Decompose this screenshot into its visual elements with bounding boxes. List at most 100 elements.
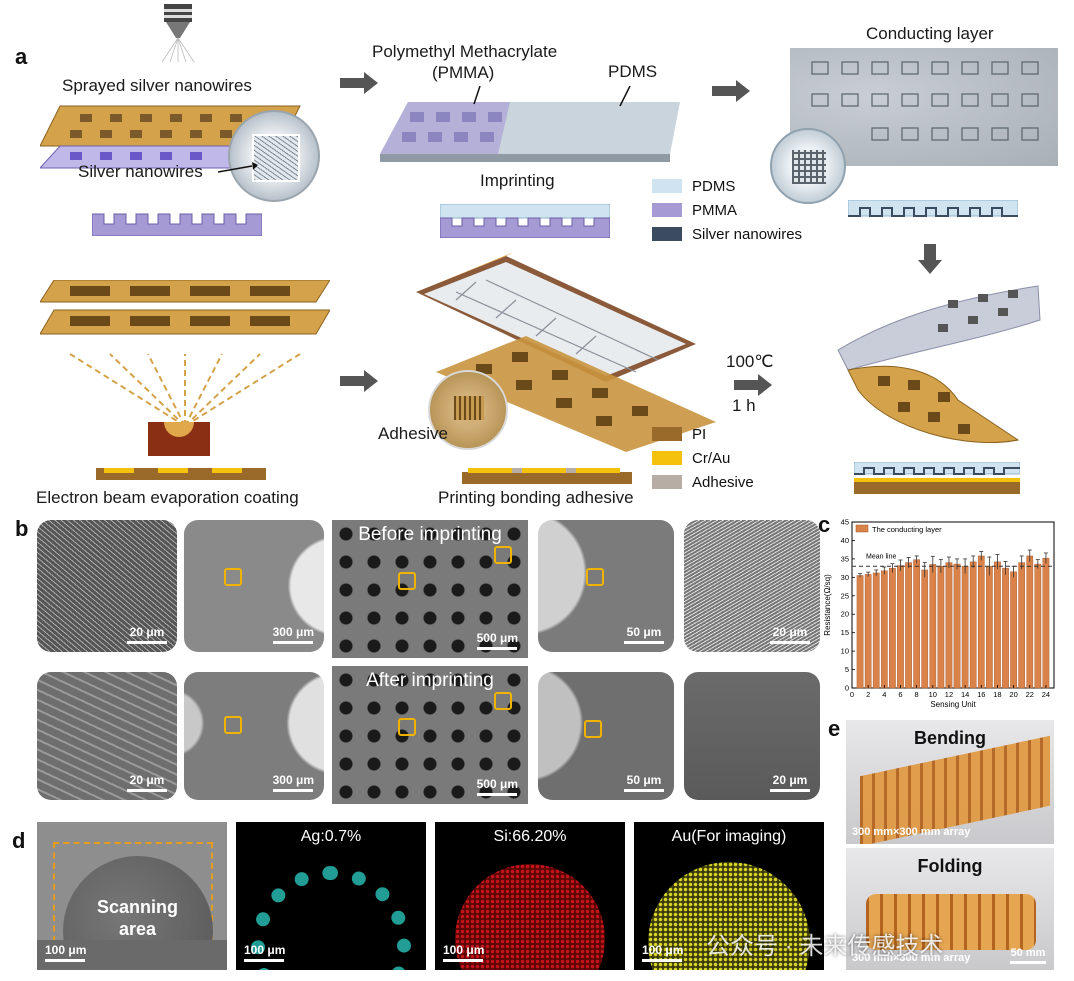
adhesive-callout: Adhesive bbox=[378, 424, 448, 443]
x-tick-label: 12 bbox=[945, 690, 953, 699]
imprinting-illustration bbox=[380, 85, 690, 172]
step-arrow-2 bbox=[712, 80, 750, 102]
x-tick-label: 2 bbox=[866, 690, 870, 699]
bar bbox=[953, 563, 961, 689]
bending-title: Bending bbox=[914, 728, 986, 748]
legend-label: PI bbox=[692, 425, 707, 443]
x-tick-label: 8 bbox=[915, 690, 919, 699]
folding-title: Folding bbox=[917, 856, 983, 876]
legend-swatch bbox=[652, 427, 682, 441]
highlight-box bbox=[494, 546, 512, 564]
x-tick-label: 18 bbox=[993, 690, 1001, 699]
bar bbox=[889, 567, 896, 689]
bending-array-label: 300 mm×300 mm array bbox=[852, 826, 971, 838]
scale-bar: 100 μm bbox=[244, 943, 285, 962]
legend-label: PMMA bbox=[692, 201, 737, 219]
bar bbox=[856, 575, 864, 689]
sem-image-bottom-5: 20 μm bbox=[684, 672, 820, 800]
adhesive-zoom-circle bbox=[428, 370, 508, 450]
scale-bar: 20 μm bbox=[770, 625, 810, 644]
eds-map-au: Au(For imaging) 100 μm bbox=[634, 822, 824, 970]
sem-image-top-3: Before imprinting 500 μm bbox=[332, 520, 528, 658]
panel-label-d: d bbox=[12, 828, 26, 853]
mean-line-label: Mean line bbox=[866, 553, 896, 560]
sem-image-bottom-2: 300 μm bbox=[184, 672, 324, 800]
legend-label: Silver nanowires bbox=[692, 225, 803, 243]
legend-item: Adhesive bbox=[652, 472, 754, 492]
legend-item: PI bbox=[652, 424, 754, 444]
x-tick-label: 0 bbox=[850, 690, 854, 699]
eds-au-title: Au(For imaging) bbox=[671, 828, 787, 845]
scale-bar: 20 μm bbox=[127, 773, 167, 792]
bar bbox=[977, 555, 985, 689]
y-tick-label: 5 bbox=[845, 665, 849, 674]
x-tick-label: 20 bbox=[1009, 690, 1017, 699]
bar bbox=[1042, 557, 1050, 689]
cross-section-imprint bbox=[439, 203, 611, 239]
legend-label: Adhesive bbox=[692, 473, 754, 491]
conducting-zoom-circle bbox=[770, 128, 846, 204]
scale-bar: 300 μm bbox=[273, 625, 314, 644]
eds-ag-title: Ag:0.7% bbox=[300, 828, 362, 845]
step-arrow-down bbox=[918, 244, 942, 274]
scale-bar: 20 μm bbox=[770, 773, 810, 792]
step-arrow-3 bbox=[340, 370, 378, 392]
step-arrow-heat bbox=[734, 374, 772, 396]
pdms-label: PDMS bbox=[608, 62, 658, 81]
panel-label-b: b bbox=[15, 516, 29, 541]
bent-device-illustration bbox=[828, 280, 1048, 450]
y-tick-label: 35 bbox=[841, 554, 849, 563]
sem-image-top-2: 300 μm bbox=[184, 520, 324, 652]
highlight-box bbox=[398, 572, 416, 590]
bar bbox=[1034, 563, 1042, 689]
x-tick-label: 6 bbox=[898, 690, 902, 699]
bar bbox=[1010, 571, 1017, 689]
sem-image-bottom-1: 20 μm bbox=[37, 672, 177, 800]
y-tick-label: 30 bbox=[841, 573, 849, 582]
legend-swatch bbox=[652, 179, 682, 193]
printing-illustration bbox=[396, 252, 716, 452]
y-tick-label: 45 bbox=[841, 518, 849, 527]
scale-bar: 500 μm bbox=[477, 777, 518, 796]
bar bbox=[969, 561, 977, 689]
after-imprinting-title: After imprinting bbox=[366, 670, 494, 691]
legend-label: PDMS bbox=[692, 177, 736, 195]
legend-item: Cr/Au bbox=[652, 448, 754, 468]
x-tick-label: 10 bbox=[929, 690, 937, 699]
bending-photo: Bending 300 mm×300 mm array bbox=[846, 720, 1054, 844]
sem-image-top-4: 50 μm bbox=[538, 520, 674, 652]
panel-label-c: c bbox=[818, 512, 831, 537]
scale-bar: 100 μm bbox=[45, 943, 86, 962]
legend-item: PMMA bbox=[652, 200, 802, 220]
bar bbox=[1002, 567, 1009, 689]
bar bbox=[994, 561, 1001, 689]
folding-photo: Folding 300 mm×300 mm array 50 mm bbox=[846, 848, 1054, 970]
scale-bar: 100 μm bbox=[443, 943, 484, 962]
sprayed-silver-nanowires-label: Sprayed silver nanowires bbox=[62, 76, 252, 95]
legend-swatch bbox=[652, 203, 682, 217]
bar bbox=[913, 559, 920, 689]
eds-map-ag: Ag:0.7% 100 μm bbox=[236, 822, 426, 970]
bar bbox=[880, 570, 888, 689]
highlight-box bbox=[224, 568, 242, 586]
conducting-layer-label: Conducting layer bbox=[866, 24, 994, 43]
bar bbox=[864, 574, 872, 689]
bar bbox=[905, 562, 912, 689]
y-tick-label: 10 bbox=[841, 647, 849, 656]
legend-layers: PI Cr/Au Adhesive bbox=[652, 424, 754, 492]
y-tick-label: 25 bbox=[841, 591, 849, 600]
spray-nozzle-icon bbox=[158, 4, 198, 64]
y-tick-label: 15 bbox=[841, 628, 849, 637]
y-axis-label: Resistance(Ω/sq) bbox=[823, 574, 832, 636]
cross-section-ebeam bbox=[96, 464, 266, 480]
bar bbox=[945, 562, 953, 689]
callout-arrow bbox=[217, 160, 258, 180]
pmma-abbrev-label: (PMMA) bbox=[432, 63, 495, 82]
pmma-label: Polymethyl Methacrylate bbox=[372, 42, 558, 61]
panel-label-a: a bbox=[15, 44, 28, 69]
temperature-label: 100℃ bbox=[726, 352, 774, 371]
scale-bar: 300 μm bbox=[273, 773, 314, 792]
